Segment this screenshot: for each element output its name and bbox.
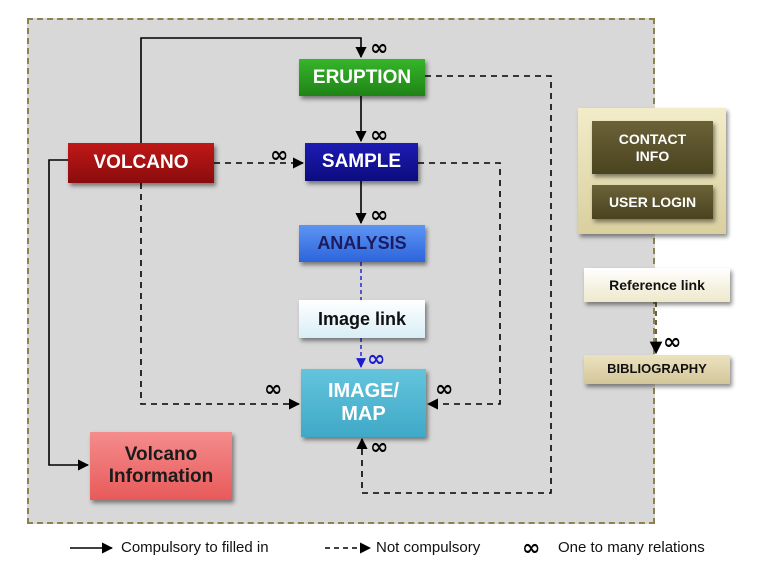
contact-info-label-line2: INFO <box>635 147 670 164</box>
sample-label: SAMPLE <box>321 151 402 173</box>
volcano-information-node[interactable]: Volcano Information <box>90 432 232 500</box>
legend-one-to-many: One to many relations <box>558 539 705 556</box>
legend-infinity-icon: ∞ <box>522 536 540 561</box>
connector-sample-image <box>418 162 501 410</box>
contact-info-label-line1: CONTACT <box>618 131 687 148</box>
user-login-label: USER LOGIN <box>608 193 697 210</box>
infinity-icon: ∞ <box>370 123 388 148</box>
infinity-icon: ∞ <box>367 347 385 372</box>
infinity-icon: ∞ <box>370 203 388 228</box>
image-link-label: Image link <box>317 308 407 329</box>
analysis-node[interactable]: ANALYSIS <box>299 225 425 262</box>
legend-compulsory: Compulsory to filled in <box>121 539 269 556</box>
image-map-label-line2: MAP <box>341 403 386 425</box>
infinity-icon: ∞ <box>270 143 288 168</box>
eruption-node[interactable]: ERUPTION <box>299 59 425 96</box>
analysis-label: ANALYSIS <box>317 233 407 254</box>
infinity-icon: ∞ ∞ ∞ ∞ ∞ ∞ ∞ ∞ ∞ <box>264 36 681 460</box>
volcano-node[interactable]: VOLCANO <box>68 143 214 183</box>
bibliography-node[interactable]: BIBLIOGRAPHY <box>584 355 730 384</box>
infinity-icon: ∞ <box>370 435 388 460</box>
image-map-node[interactable]: IMAGE/ MAP <box>301 369 426 437</box>
infinity-icon: ∞ <box>435 377 453 402</box>
infinity-icon: ∞ <box>370 36 388 61</box>
reference-link-node[interactable]: Reference link <box>584 268 730 302</box>
volcano-label: VOLCANO <box>93 152 189 174</box>
image-link-node[interactable]: Image link <box>299 300 425 338</box>
infinity-icon: ∞ <box>264 377 282 402</box>
image-map-label-line1: IMAGE/ <box>327 380 400 402</box>
connector-volcano-info <box>48 159 90 471</box>
contact-info-button[interactable]: CONTACT INFO <box>592 121 713 174</box>
connector-volcano-eruption <box>140 37 367 143</box>
volcano-info-label-line2: Information <box>108 466 214 487</box>
bibliography-label: BIBLIOGRAPHY <box>607 361 707 377</box>
legend-not-compulsory: Not compulsory <box>376 539 481 556</box>
sample-node[interactable]: SAMPLE <box>305 143 418 181</box>
infinity-icon: ∞ <box>663 330 681 355</box>
reference-link-label: Reference link <box>609 276 705 293</box>
connector-volcano-image <box>140 183 301 410</box>
eruption-label: ERUPTION <box>312 66 412 88</box>
connector-eruption-image <box>356 75 552 494</box>
volcano-info-label-line1: Volcano <box>124 444 198 466</box>
user-login-button[interactable]: USER LOGIN <box>592 185 713 219</box>
